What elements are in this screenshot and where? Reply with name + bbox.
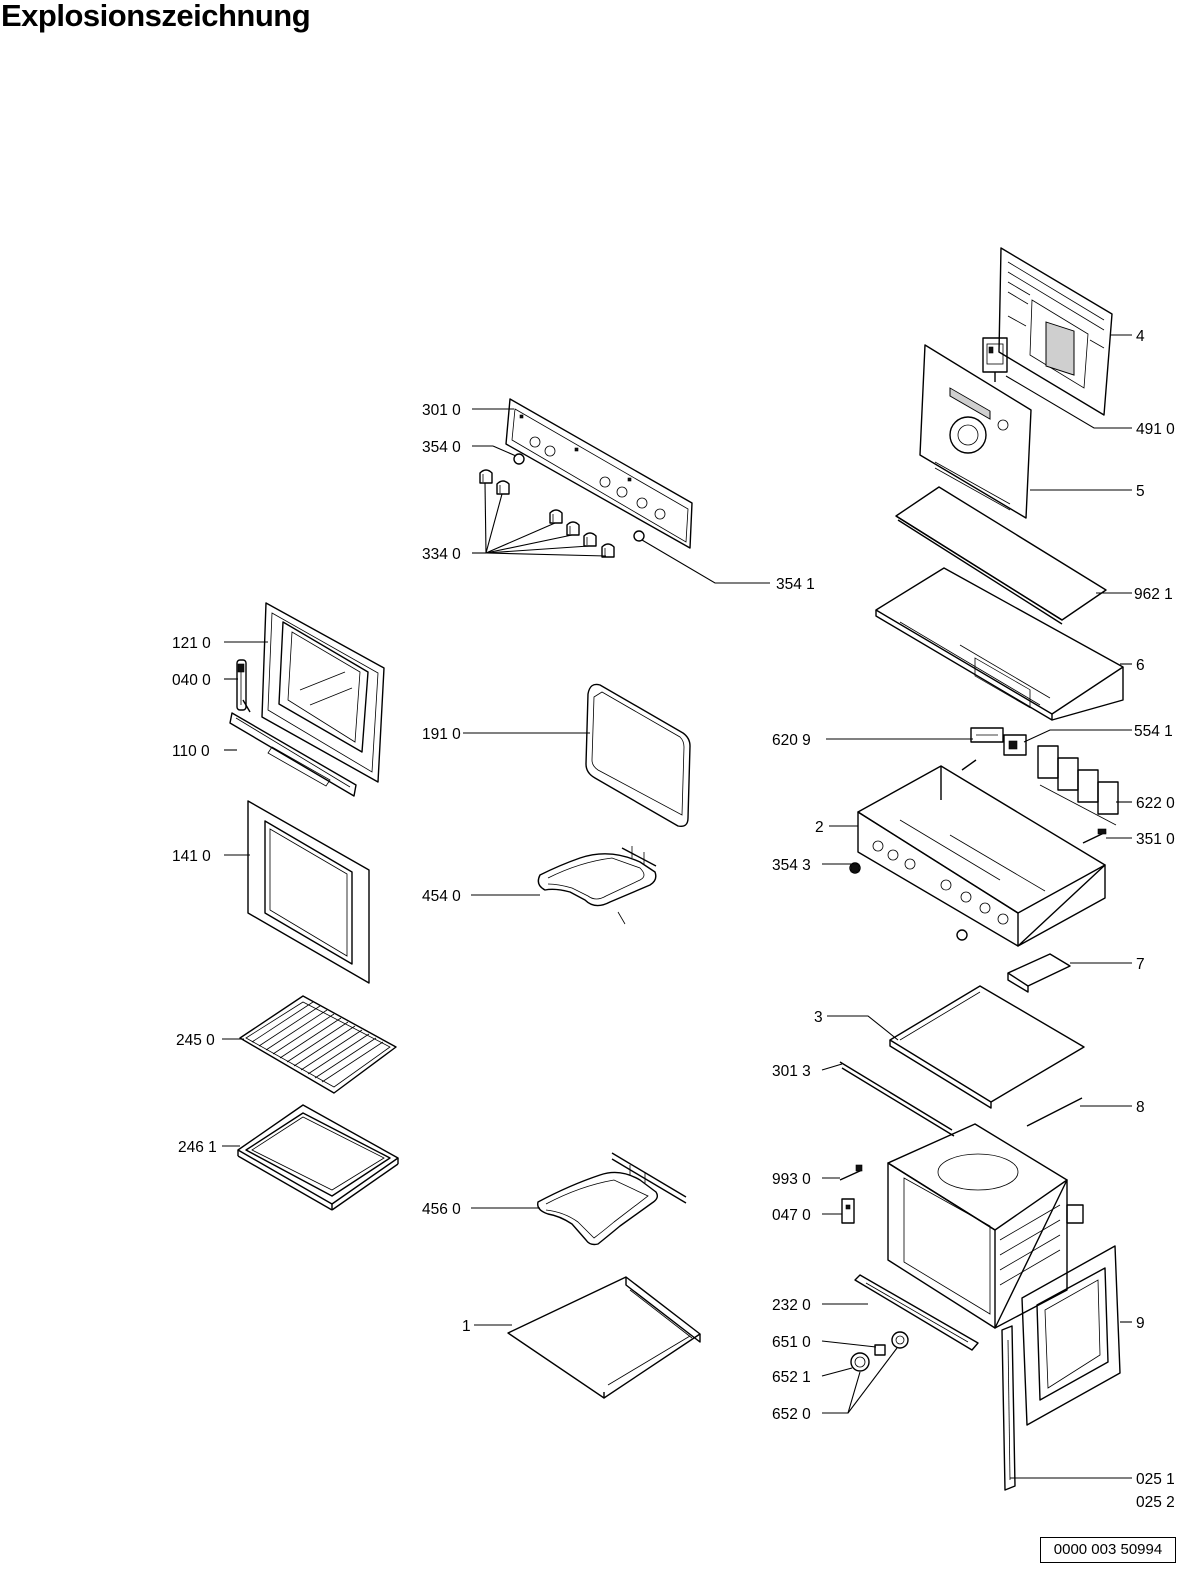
label-4: 4 [1136, 328, 1145, 345]
label-1: 1 [462, 1318, 471, 1335]
part-622-relays [1037, 745, 1119, 826]
part-232-front-rail [854, 1274, 979, 1351]
part-334-knobs [479, 469, 615, 558]
label-301-0: 301 0 [422, 402, 461, 419]
page-title: Explosionszeichnung [1, 0, 311, 33]
label-040-0: 040 0 [172, 672, 211, 689]
label-7: 7 [1136, 956, 1145, 973]
part-456-lower-heating-element [537, 1152, 687, 1246]
part-454-grill-element [537, 846, 657, 925]
document-number: 0000 003 50994 [1040, 1537, 1176, 1563]
part-301-control-panel [505, 398, 693, 549]
label-301-3: 301 3 [772, 1063, 811, 1080]
label-962-1: 962 1 [1134, 586, 1173, 603]
label-110-0: 110 0 [172, 743, 210, 760]
part-9-side-door [1021, 1245, 1121, 1426]
label-2: 2 [815, 819, 824, 836]
label-9: 9 [1136, 1315, 1145, 1332]
part-354-knob-caps [513, 453, 645, 542]
label-652-1: 652 1 [772, 1369, 811, 1386]
label-191-0: 191 0 [422, 726, 461, 743]
label-554-1: 554 1 [1134, 723, 1173, 740]
part-121-inner-door-frame [261, 602, 385, 783]
label-334-0: 334 0 [422, 546, 461, 563]
leader-lines [222, 334, 1132, 1479]
part-4-rear-panel [998, 247, 1113, 416]
label-5: 5 [1136, 483, 1145, 500]
part-6-top-cover [875, 567, 1124, 721]
label-121-0: 121 0 [172, 635, 211, 652]
label-141-0: 141 0 [172, 848, 211, 865]
label-354-1: 354 1 [776, 576, 815, 593]
part-040-hinge [236, 659, 251, 713]
label-454-0: 454 0 [422, 888, 461, 905]
label-245-0: 245 0 [176, 1032, 215, 1049]
part-246-baking-tray [237, 1104, 399, 1211]
label-993-0: 993 0 [772, 1171, 811, 1188]
label-246-1: 246 1 [178, 1139, 217, 1156]
label-622-0: 622 0 [1136, 795, 1175, 812]
part-8-rod [1026, 1097, 1083, 1127]
part-191-door-seal [585, 683, 691, 828]
label-8: 8 [1136, 1099, 1145, 1116]
part-301-3-side-rail [839, 1061, 955, 1137]
label-456-0: 456 0 [422, 1201, 461, 1218]
label-047-0: 047 0 [772, 1207, 811, 1224]
label-354-3: 354 3 [772, 857, 811, 874]
part-652-knob [850, 1352, 870, 1372]
part-2-housing-frame [857, 765, 1106, 947]
part-993-screw [839, 1164, 863, 1181]
label-620-9: 620 9 [772, 732, 811, 749]
label-354-0: 354 0 [422, 439, 461, 456]
label-6: 6 [1136, 657, 1145, 674]
part-962-insulation-plate [895, 486, 1107, 625]
part-oven-cavity [887, 1123, 1084, 1329]
part-245-oven-rack [239, 995, 397, 1094]
part-3-top-plate [889, 985, 1085, 1109]
label-651-0: 651 0 [772, 1334, 811, 1351]
label-025-1: 025 1 [1136, 1471, 1175, 1488]
part-351-sensor [1082, 828, 1107, 844]
label-491-0: 491 0 [1136, 421, 1175, 438]
part-047-latch [841, 1198, 855, 1224]
part-620-terminal-block [961, 727, 1004, 771]
part-1-bottom-plate [507, 1276, 701, 1399]
part-110-door-strip [229, 712, 357, 797]
label-351-0: 351 0 [1136, 831, 1175, 848]
part-651-switch-shaft [874, 1331, 909, 1356]
part-554-switch [1003, 734, 1027, 756]
part-354-3-screw [849, 862, 968, 941]
label-652-0: 652 0 [772, 1406, 811, 1423]
label-232-0: 232 0 [772, 1297, 811, 1314]
label-3: 3 [814, 1009, 823, 1026]
part-491-fan-motor [982, 337, 1008, 382]
label-025-2: 025 2 [1136, 1494, 1175, 1511]
part-7-bracket [1007, 953, 1071, 993]
part-141-outer-door-glass [247, 800, 370, 984]
part-025-hinge-bar [1001, 1325, 1016, 1491]
part-5-fan-cover [919, 344, 1032, 519]
